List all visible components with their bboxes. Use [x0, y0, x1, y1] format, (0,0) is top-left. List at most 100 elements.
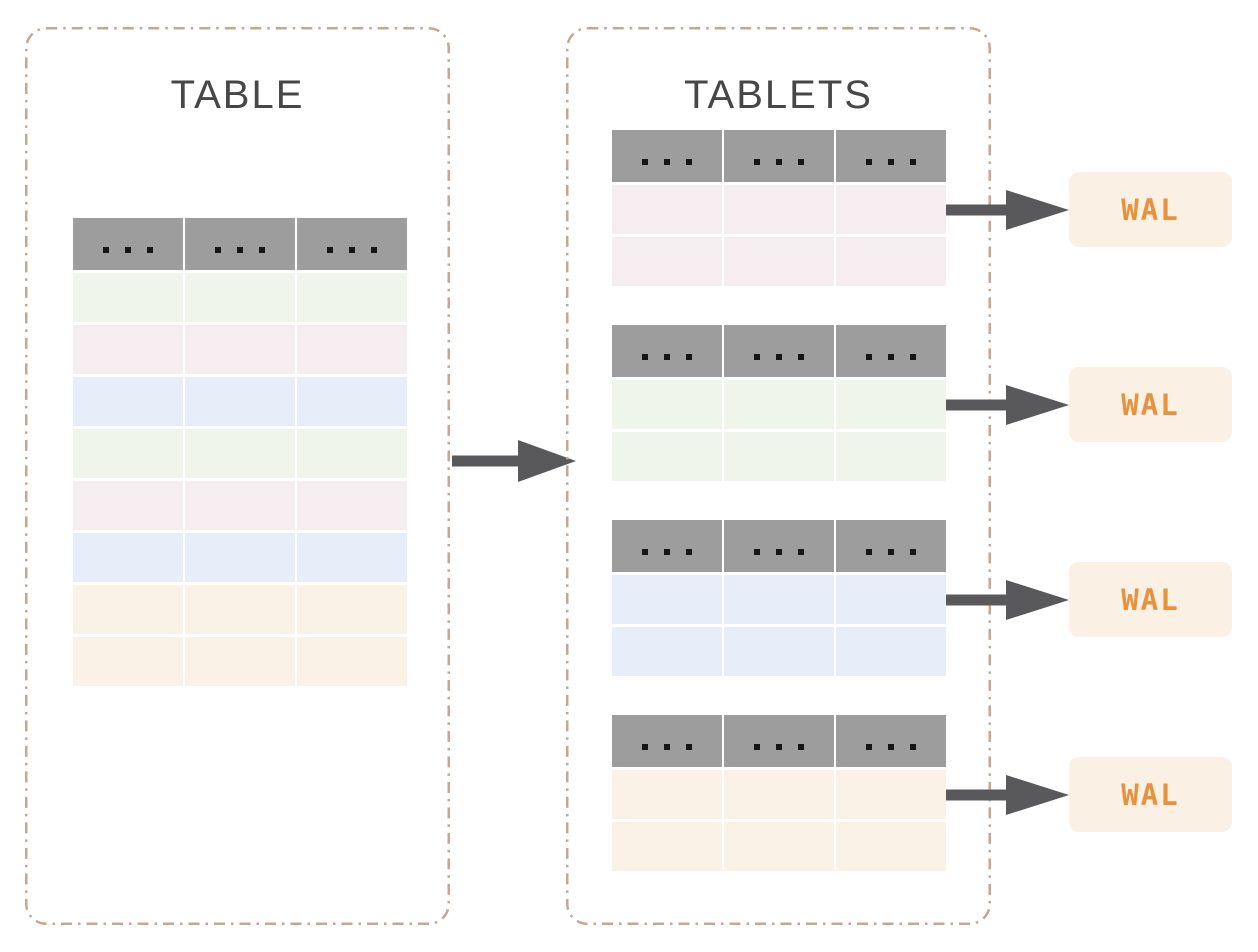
table-header-cell [612, 325, 722, 377]
ellipsis-dot-icon [866, 744, 872, 750]
ellipsis-dot-icon [910, 549, 916, 555]
table-row-cell-blue [612, 627, 722, 676]
ellipsis-dot-icon [776, 549, 782, 555]
table-header-cell [836, 715, 946, 767]
table-row-cell-orange [185, 585, 295, 634]
table-row-cell-pink [836, 237, 946, 286]
ellipsis-dot-icon [664, 354, 670, 360]
table-row-cell-orange [724, 770, 834, 819]
ellipsis-dot-icon [888, 549, 894, 555]
table-row-cell-pink [612, 237, 722, 286]
ellipsis-dot-icon [910, 354, 916, 360]
ellipsis-dot-icon [103, 247, 109, 253]
table-row-cell-pink [297, 325, 407, 374]
table-header-cell [836, 130, 946, 182]
tablet-table-pink [612, 130, 946, 286]
ellipsis-dot-icon [664, 549, 670, 555]
table-row-cell-green [836, 432, 946, 481]
ellipsis-dot-icon [866, 159, 872, 165]
table-row-cell-green [73, 273, 183, 322]
table-row-cell-orange [612, 822, 722, 871]
table-row-cell-orange [836, 770, 946, 819]
table-header-cell [724, 325, 834, 377]
table-row-cell-blue [185, 533, 295, 582]
source-table-grid [73, 218, 407, 686]
table-header-cell [724, 130, 834, 182]
table-row-cell-blue [297, 377, 407, 426]
table-row-cell-pink [297, 481, 407, 530]
ellipsis-dot-icon [327, 247, 333, 253]
table-header-cell [185, 218, 295, 270]
ellipsis-dot-icon [371, 247, 377, 253]
table-row-cell-orange [724, 822, 834, 871]
table-header-cell [612, 130, 722, 182]
ellipsis-dot-icon [754, 744, 760, 750]
tablet-table-blue [612, 520, 946, 676]
wal-label: WAL [1121, 777, 1180, 812]
table-header-cell [724, 520, 834, 572]
table-row-cell-orange [185, 637, 295, 686]
table-row-cell-blue [836, 575, 946, 624]
ellipsis-dot-icon [215, 247, 221, 253]
table-row-cell-orange [73, 585, 183, 634]
ellipsis-dot-icon [888, 744, 894, 750]
wal-arrow-right-icon [946, 775, 1069, 815]
table-row-cell-green [836, 380, 946, 429]
table-row-cell-green [297, 273, 407, 322]
ellipsis-dot-icon [147, 247, 153, 253]
ellipsis-dot-icon [754, 354, 760, 360]
table-row-cell-blue [73, 377, 183, 426]
table-row-cell-blue [724, 627, 834, 676]
ellipsis-dot-icon [259, 247, 265, 253]
table-row-cell-green [185, 429, 295, 478]
table-row-cell-blue [297, 533, 407, 582]
table-row-cell-green [73, 429, 183, 478]
ellipsis-dot-icon [910, 159, 916, 165]
ellipsis-dot-icon [642, 549, 648, 555]
table-header-cell [612, 715, 722, 767]
table-row-cell-green [724, 432, 834, 481]
ellipsis-dot-icon [349, 247, 355, 253]
ellipsis-dot-icon [866, 354, 872, 360]
table-row-cell-pink [836, 185, 946, 234]
table-row-cell-orange [297, 637, 407, 686]
ellipsis-dot-icon [125, 247, 131, 253]
table-row-cell-green [612, 380, 722, 429]
table-row-cell-green [612, 432, 722, 481]
tablet-table-green [612, 325, 946, 481]
table-row-cell-pink [724, 185, 834, 234]
table-row-cell-blue [612, 575, 722, 624]
table-header-cell [612, 520, 722, 572]
table-row-cell-orange [836, 822, 946, 871]
ellipsis-dot-icon [686, 159, 692, 165]
table-row-cell-blue [185, 377, 295, 426]
table-row-cell-orange [612, 770, 722, 819]
table-row-cell-pink [185, 481, 295, 530]
table-row-cell-blue [73, 533, 183, 582]
ellipsis-dot-icon [642, 744, 648, 750]
ellipsis-dot-icon [664, 744, 670, 750]
wal-label: WAL [1121, 192, 1180, 227]
table-panel: TABLE [25, 27, 450, 925]
ellipsis-dot-icon [686, 549, 692, 555]
wal-arrow-right-icon [946, 580, 1069, 620]
table-row-cell-green [724, 380, 834, 429]
ellipsis-dot-icon [237, 247, 243, 253]
ellipsis-dot-icon [686, 744, 692, 750]
wal-label: WAL [1121, 582, 1180, 617]
ellipsis-dot-icon [910, 744, 916, 750]
table-row-cell-orange [297, 585, 407, 634]
wal-box: WAL [1069, 757, 1232, 832]
table-header-cell [297, 218, 407, 270]
table-row-cell-blue [724, 575, 834, 624]
tablets-panel: TABLETS [566, 27, 991, 925]
ellipsis-dot-icon [776, 354, 782, 360]
ellipsis-dot-icon [754, 159, 760, 165]
table-row-cell-pink [185, 325, 295, 374]
ellipsis-dot-icon [798, 549, 804, 555]
ellipsis-dot-icon [664, 159, 670, 165]
table-row-cell-pink [73, 481, 183, 530]
ellipsis-dot-icon [798, 354, 804, 360]
ellipsis-dot-icon [798, 744, 804, 750]
wal-box: WAL [1069, 172, 1232, 247]
